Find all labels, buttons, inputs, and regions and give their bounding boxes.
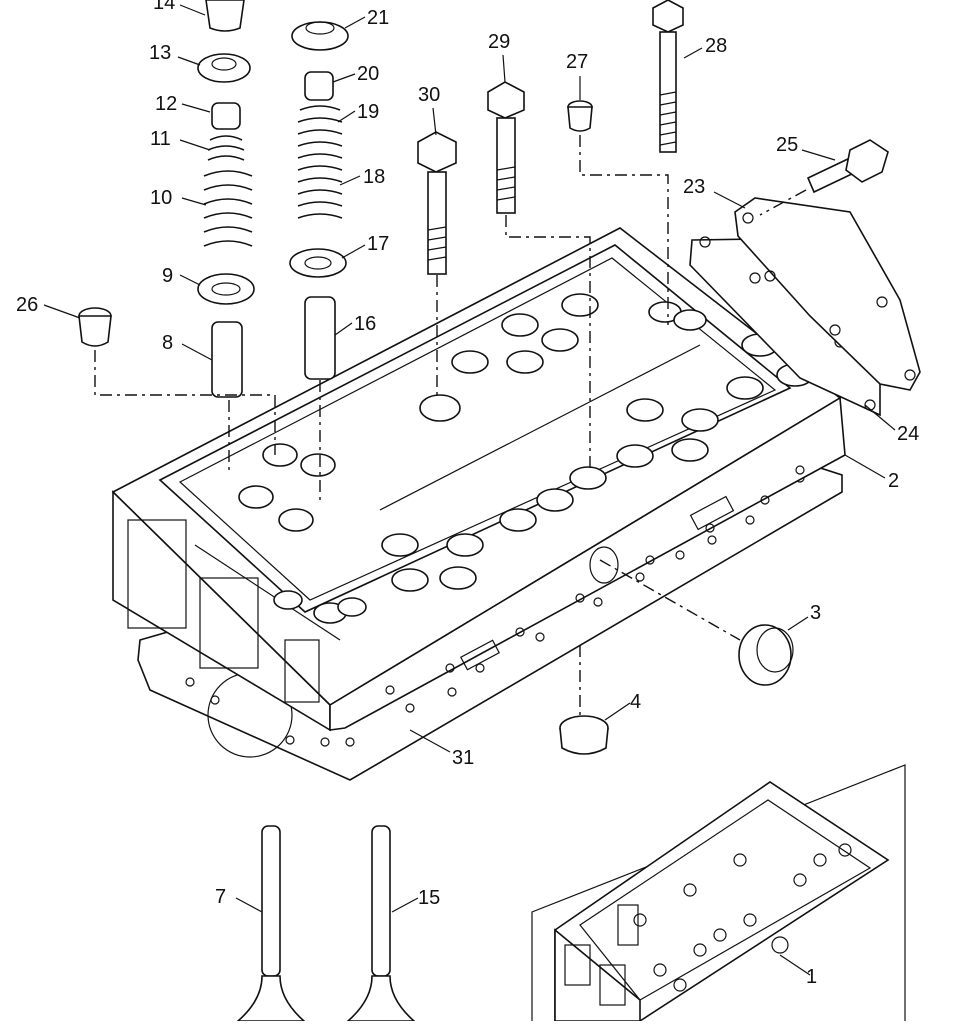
callout-19: 19 <box>357 101 379 123</box>
callout-30: 30 <box>418 84 440 106</box>
callout-31: 31 <box>452 747 474 769</box>
callout-28: 28 <box>705 35 727 57</box>
callout-7: 7 <box>215 886 226 908</box>
flange-bolt-25 <box>806 139 889 194</box>
cylinder-head <box>111 227 846 732</box>
valve-stack-left <box>197 0 255 398</box>
callout-20: 20 <box>357 63 379 85</box>
callout-16: 16 <box>354 313 376 335</box>
bolt-30 <box>417 131 457 275</box>
callout-24: 24 <box>897 423 919 445</box>
plug-26 <box>78 307 112 347</box>
callout-3: 3 <box>810 602 821 624</box>
callout-29: 29 <box>488 31 510 53</box>
callout-17: 17 <box>367 233 389 255</box>
leader-lines <box>43 4 896 976</box>
valve-7 <box>235 825 307 1022</box>
callout-13: 13 <box>149 42 171 64</box>
callout-27: 27 <box>566 51 588 73</box>
callout-8: 8 <box>162 332 173 354</box>
callout-10: 10 <box>150 187 172 209</box>
seal-ring-3 <box>738 624 794 686</box>
thermostat-cover-plate <box>734 197 921 391</box>
alignment-lines <box>94 135 807 715</box>
assembly-inset <box>531 764 906 1022</box>
callout-25: 25 <box>776 134 798 156</box>
callout-2: 2 <box>888 470 899 492</box>
bolt-29 <box>487 81 525 214</box>
callout-26: 26 <box>16 294 38 316</box>
plug-27 <box>567 100 593 132</box>
callout-labels: 1 2 3 4 7 8 9 10 11 12 13 14 15 16 17 18… <box>16 0 919 988</box>
callout-23: 23 <box>683 176 705 198</box>
callout-9: 9 <box>162 265 173 287</box>
callout-18: 18 <box>363 166 385 188</box>
callout-4: 4 <box>630 691 641 713</box>
callout-21: 21 <box>367 7 389 29</box>
callout-11: 11 <box>150 128 171 150</box>
callout-15: 15 <box>418 887 440 909</box>
valve-stack-right <box>289 21 349 380</box>
cap-4 <box>559 715 609 755</box>
valve-15 <box>345 825 417 1022</box>
callout-1: 1 <box>806 966 817 988</box>
callout-14: 14 <box>153 0 175 14</box>
callout-12: 12 <box>155 93 177 115</box>
bolt-28 <box>652 0 684 153</box>
